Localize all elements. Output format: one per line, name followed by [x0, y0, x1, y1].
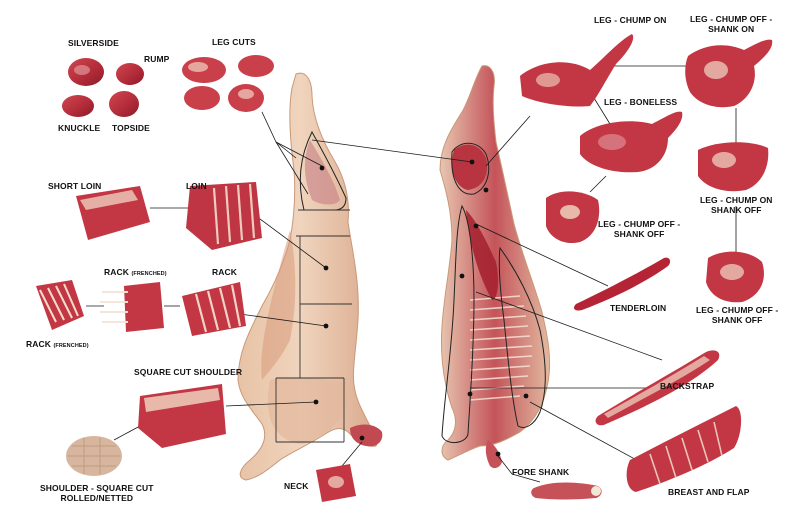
dot-neck-outside [359, 435, 365, 441]
connector-lines [86, 65, 737, 483]
cut-image-leg-chump-off-shank-on [685, 39, 773, 108]
cut-image-topside [109, 91, 139, 117]
section-dots [313, 159, 529, 457]
label-knuckle: KNUCKLE [58, 123, 101, 133]
label-breast-and-flap: BREAST AND FLAP [668, 487, 750, 497]
dot-loin-outside [323, 265, 329, 271]
dot-chump-inside [483, 187, 489, 193]
label-leg-chump-off-shank-off: LEG - CHUMP OFF -SHANK OFF [598, 219, 681, 239]
label-rack: RACK [212, 267, 237, 277]
dot-leg-inside [469, 159, 475, 165]
dot-leg-outside [319, 165, 325, 171]
label-loin: LOIN [186, 181, 207, 191]
cut-image-rack-frenched-middle [100, 282, 164, 332]
carcass-outside-neck [350, 424, 383, 447]
breast-outline-inside [498, 246, 546, 428]
carcass-inside-fore-shank [485, 440, 502, 469]
carcass-outside-leg-meat [304, 140, 340, 205]
dot-backstrap-inside [459, 273, 465, 279]
label-rump: RUMP [144, 54, 170, 64]
cut-image-loin [186, 182, 262, 250]
cut-image-backstrap [595, 350, 720, 426]
label-short-loin: SHORT LOIN [48, 181, 102, 191]
carcass-inside-tenderloin-band [466, 210, 499, 300]
label-tenderloin: TENDERLOIN [610, 303, 667, 313]
label-square-cut-shoulder: SQUARE CUT SHOULDER [134, 367, 243, 377]
dot-shoulder-outside [313, 399, 319, 405]
cut-image-breast-and-flap [626, 406, 742, 492]
label-rack-frenched-left: RACK (FRENCHED) [26, 339, 89, 349]
cut-image-rump [116, 63, 144, 85]
label-leg-chump-off-shank-off-b: LEG - CHUMP OFF -SHANK OFF [696, 305, 779, 325]
cut-image-leg-boneless [580, 111, 683, 173]
cut-image-rack [182, 282, 246, 336]
carcass-inside-leg-meat [451, 144, 488, 190]
label-rack-frenched-top: RACK (FRENCHED) [104, 267, 167, 277]
dot-rack-outside [323, 323, 329, 329]
cut-image-neck [316, 464, 356, 502]
label-leg-chump-on: LEG - CHUMP ON [594, 15, 667, 25]
carcass-outside-section-lines [275, 209, 352, 443]
leg-outline-inside [451, 142, 490, 195]
label-silverside: SILVERSIDE [68, 38, 119, 48]
cut-image-leg-chump-on [520, 34, 634, 107]
label-leg-cuts: LEG CUTS [212, 37, 256, 47]
label-backstrap: BACKSTRAP [660, 381, 715, 391]
leg-cuts-outline [299, 130, 347, 211]
label-fore-shank: FORE SHANK [512, 467, 570, 477]
carcass-inside [439, 65, 551, 469]
label-leg-chump-off-shank-on: LEG - CHUMP OFF -SHANK ON [690, 14, 773, 34]
dot-backstrap-lower-inside [467, 391, 473, 397]
cut-image-tenderloin [574, 257, 671, 311]
dot-tenderloin-inside [473, 223, 479, 229]
cut-image-leg-chump-off-shank-off-a [546, 191, 600, 244]
cut-image-rack-frenched-left [36, 280, 84, 330]
cut-image-fore-shank [531, 482, 602, 500]
cut-image-leg-chump-off-shank-off-b [706, 251, 764, 303]
label-leg-boneless: LEG - BONELESS [604, 97, 678, 107]
dot-breast-inside [523, 393, 529, 399]
carcass-inside-ribs [469, 295, 533, 401]
carcass-outside-shoulder-meat [267, 377, 351, 444]
cut-image-shoulder-rolled [66, 436, 122, 476]
carcass-outside [237, 72, 383, 481]
cut-image-leg-chump-on-shank-off [698, 142, 769, 192]
cut-image-knuckle [62, 95, 94, 117]
cut-image-silverside [68, 58, 104, 86]
label-neck: NECK [284, 481, 309, 491]
backstrap-outline-inside [441, 204, 475, 443]
carcass-outside-flank-meat [261, 230, 296, 380]
label-topside: TOPSIDE [112, 123, 150, 133]
cut-image-square-cut-shoulder [138, 384, 226, 448]
dot-foreshank-inside [495, 451, 501, 457]
cut-image-leg-cuts [182, 55, 274, 112]
cut-image-short-loin [76, 186, 150, 240]
